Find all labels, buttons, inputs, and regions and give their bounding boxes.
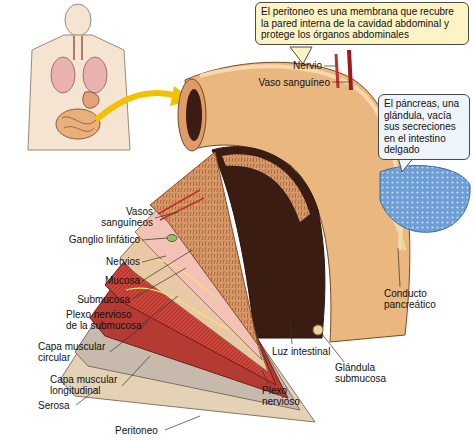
pancreas <box>380 166 470 233</box>
intestine-loops <box>62 117 96 132</box>
callout-text: El peritoneo es una membrana que recubre… <box>261 6 463 41</box>
leader-lines <box>76 66 400 430</box>
nerve <box>336 54 338 88</box>
nerve-plexus <box>126 259 230 330</box>
lung <box>51 57 75 93</box>
mucosa-layer <box>150 152 258 345</box>
blood-vessel <box>349 50 351 90</box>
leader-line <box>142 296 178 324</box>
part-label: Serosa <box>38 400 88 411</box>
head-outline <box>65 4 91 36</box>
callout-text: El páncreas, una glándula, vacía sus sec… <box>384 98 464 156</box>
part-label: Conducto pancreático <box>384 288 456 310</box>
part-label: Plexo nervioso de la submucosa <box>66 309 142 331</box>
small-intestine <box>56 109 100 139</box>
leader-line <box>122 356 150 386</box>
part-label: Capa muscular longitudinal <box>50 374 122 396</box>
torso-outline <box>28 35 130 150</box>
part-label: Submucosa <box>50 294 130 305</box>
leader-line <box>262 370 268 384</box>
leader-line <box>332 82 349 83</box>
pancreas-callout: El páncreas, una glándula, vacía sus sec… <box>378 94 470 160</box>
esophagus <box>74 36 82 60</box>
part-label: Vaso sanguíneo <box>250 77 330 88</box>
submucosal-gland <box>313 325 323 335</box>
leader-line <box>290 322 292 344</box>
lymph-node <box>167 235 177 242</box>
cut-end-lumen <box>186 89 202 141</box>
cut-end <box>178 79 206 151</box>
leader-line <box>132 268 186 299</box>
leader-line <box>324 66 336 67</box>
leader-line <box>142 250 192 281</box>
lung <box>83 57 107 93</box>
leader-line <box>165 416 200 430</box>
part-label: Mucosa <box>60 275 140 286</box>
part-label: Nervio <box>262 60 322 71</box>
part-label: Nervios <box>60 256 140 267</box>
part-label: Peritoneo <box>115 425 175 436</box>
part-label: Vasos sanguíneos <box>95 206 153 228</box>
part-label: Ganglio linfático <box>58 234 140 245</box>
leader-line <box>142 256 166 262</box>
leader-line <box>398 248 400 287</box>
villi <box>222 154 310 222</box>
part-label: Plexo nervioso <box>262 385 307 407</box>
part-label: Capa muscular circular <box>38 341 108 363</box>
peritoneum-callout: El peritoneo es una membrana que recubre… <box>255 2 469 45</box>
pointer-arrow <box>96 93 178 120</box>
stomach <box>83 92 99 108</box>
part-label: Luz intestinal <box>272 346 352 357</box>
part-label: Glándula submucosa <box>335 362 395 384</box>
leader-line <box>155 212 178 218</box>
leader-line <box>142 238 167 240</box>
